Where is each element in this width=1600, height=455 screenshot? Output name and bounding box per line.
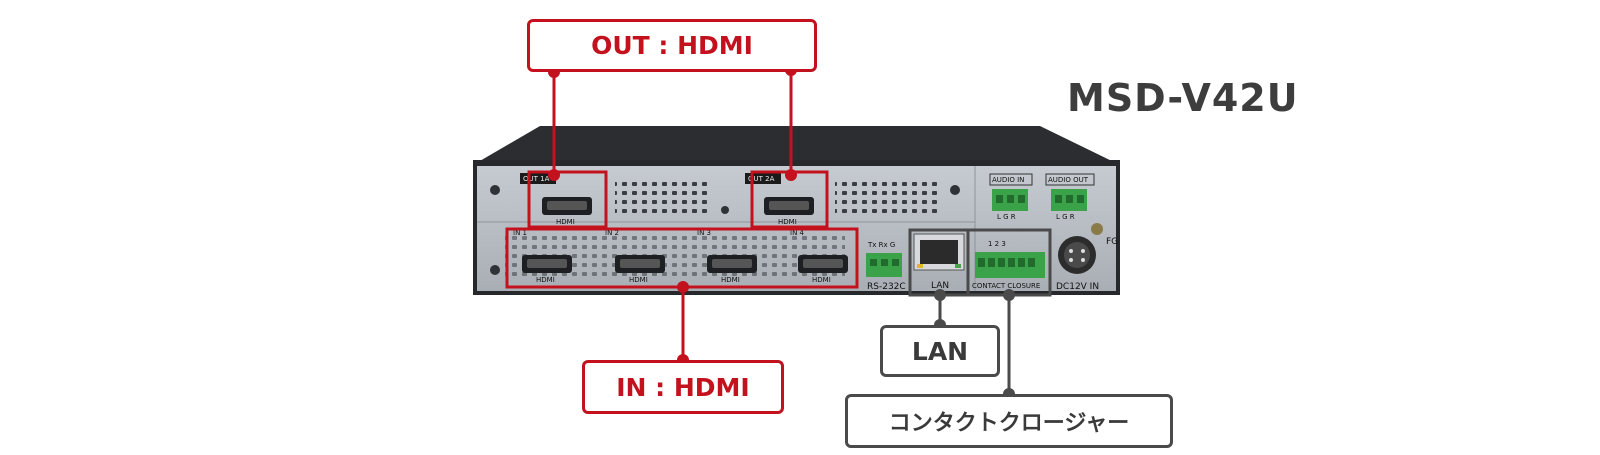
- vent-1: [615, 178, 710, 216]
- svg-text:Tx Rx G: Tx Rx G: [867, 241, 895, 249]
- svg-text:AUDIO OUT: AUDIO OUT: [1048, 176, 1089, 184]
- chassis-top: [473, 126, 1120, 165]
- hdmi-in-1-port: HDMI: [522, 255, 572, 284]
- audio-in-terminal: AUDIO IN L G R: [989, 173, 1033, 221]
- hdmi-in-4-port: HDMI: [798, 255, 848, 284]
- lan-callout: LAN: [880, 325, 1000, 377]
- hdmi-out-1a-port: HDMI: [542, 197, 592, 226]
- svg-text:AUDIO IN: AUDIO IN: [992, 176, 1024, 184]
- hdmi-out-2a-port: HDMI: [764, 197, 814, 226]
- lan-port: LAN: [913, 233, 965, 291]
- out-2a-label: OUT 2A: [748, 175, 775, 183]
- svg-text:L G R: L G R: [1056, 213, 1075, 221]
- in-3-label: IN 3: [697, 229, 711, 237]
- contact-closure-terminal: 1 2 3 CONTACT CLOSURE: [972, 240, 1045, 290]
- out-hdmi-callout: OUT : HDMI: [527, 19, 817, 72]
- svg-text:1 2 3: 1 2 3: [988, 240, 1006, 248]
- svg-text:RS-232C: RS-232C: [867, 282, 906, 292]
- in-2-label: IN 2: [605, 229, 619, 237]
- fg-label: FG: [1106, 237, 1118, 247]
- hdmi-in-2-port: HDMI: [615, 255, 665, 284]
- svg-text:HDMI: HDMI: [812, 276, 831, 284]
- dc12v-in-connector: DC12V IN: [1056, 236, 1099, 292]
- in-hdmi-callout: IN : HDMI: [582, 360, 784, 414]
- out-hdmi-callout-label: OUT : HDMI: [591, 31, 753, 60]
- lan-callout-label: LAN: [911, 336, 969, 366]
- vent-2: [835, 178, 940, 216]
- svg-text:HDMI: HDMI: [629, 276, 648, 284]
- in-hdmi-callout-label: IN : HDMI: [616, 372, 750, 402]
- svg-text:HDMI: HDMI: [778, 218, 797, 226]
- svg-text:LAN: LAN: [931, 281, 949, 291]
- contact-closure-callout: コンタクトクロージャー: [845, 394, 1173, 448]
- contact-closure-leader: [1003, 289, 1015, 400]
- out-1a-highlight: [527, 170, 608, 229]
- in-4-label: IN 4: [790, 229, 805, 237]
- hdmi-in-3-port: HDMI: [707, 255, 757, 284]
- model-name: MSD-V42U: [1067, 76, 1299, 120]
- svg-text:DC12V IN: DC12V IN: [1056, 282, 1099, 292]
- svg-text:L G R: L G R: [997, 213, 1016, 221]
- svg-text:HDMI: HDMI: [556, 218, 575, 226]
- screw-icons: [490, 185, 1103, 275]
- in-1-label: IN 1: [513, 229, 527, 237]
- contact-closure-callout-label: コンタクトクロージャー: [888, 411, 1130, 436]
- svg-text:HDMI: HDMI: [536, 276, 555, 284]
- svg-text:HDMI: HDMI: [721, 276, 740, 284]
- audio-out-terminal: AUDIO OUT L G R: [1045, 173, 1095, 221]
- rs232c-terminal: Tx Rx G RS-232C: [866, 241, 906, 292]
- svg-text:CONTACT CLOSURE: CONTACT CLOSURE: [972, 282, 1040, 290]
- out-1a-label: OUT 1A: [523, 175, 550, 183]
